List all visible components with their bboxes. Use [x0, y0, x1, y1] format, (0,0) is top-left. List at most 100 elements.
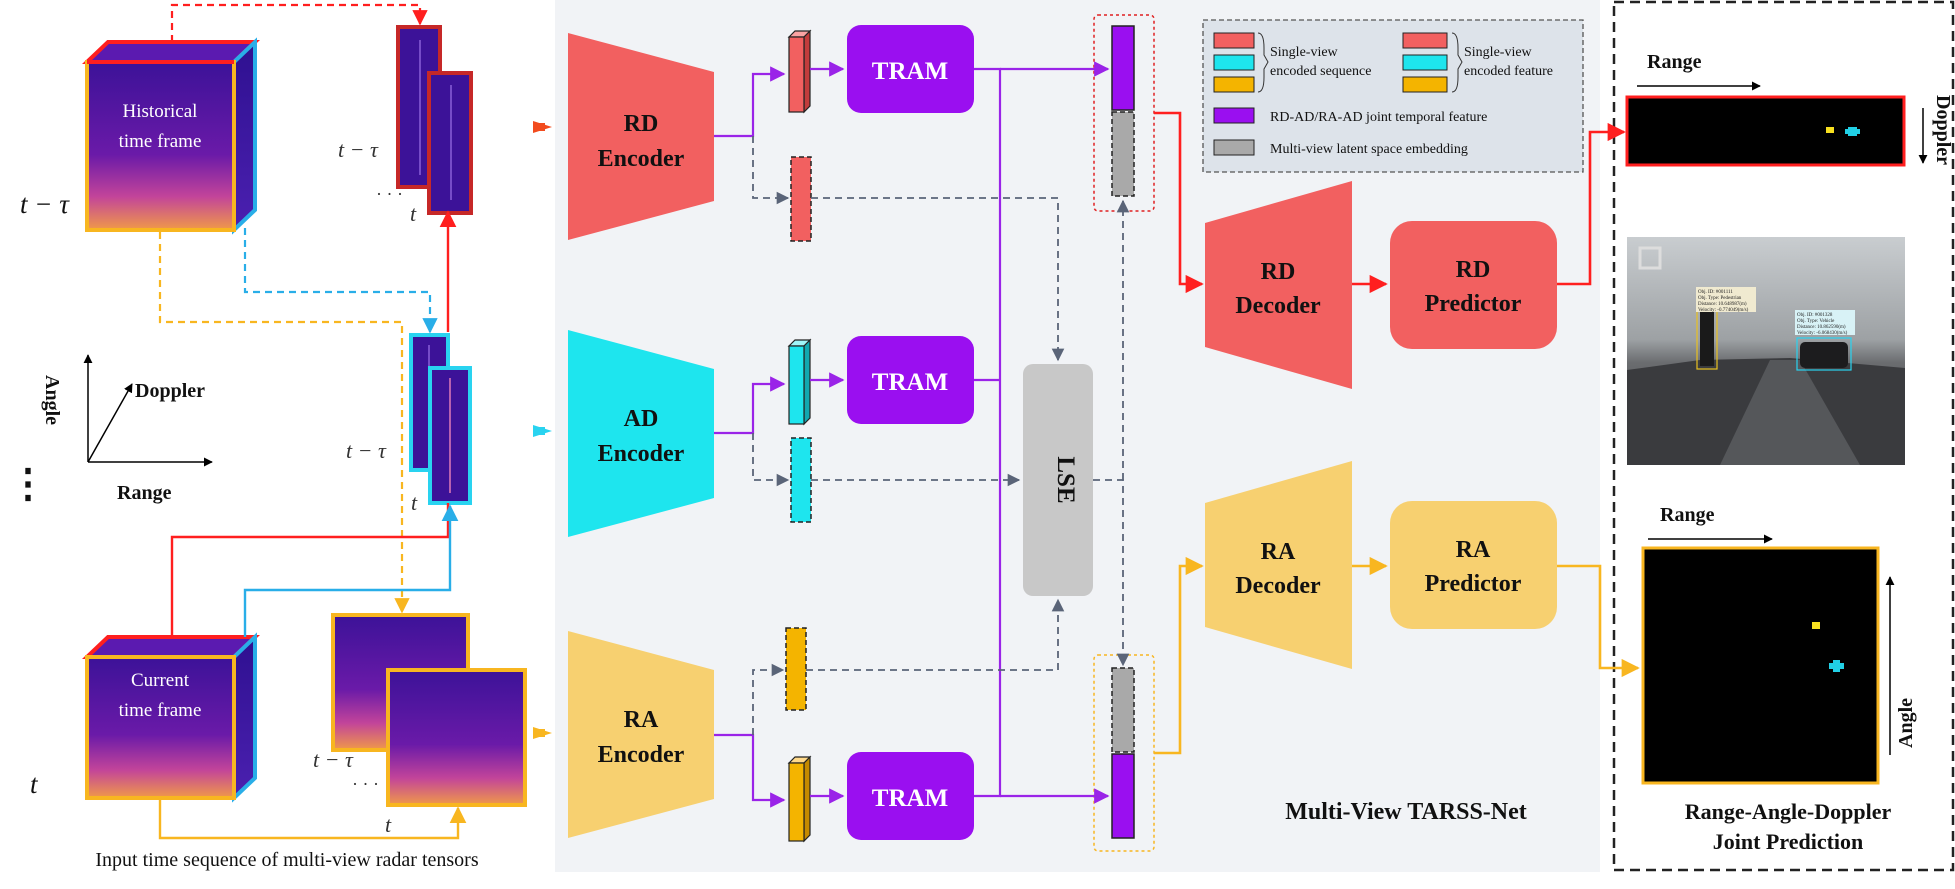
ra-output-yellow-blob	[1812, 622, 1820, 629]
legend-seq-line1: Single-view	[1270, 45, 1339, 60]
svg-text:Obj. ID: #001111: Obj. ID: #001111	[1698, 290, 1733, 295]
svg-text:Obj. Type: Vehicle: Obj. Type: Vehicle	[1797, 319, 1835, 324]
svg-text:Distance: 10.648987(m): Distance: 10.648987(m)	[1698, 302, 1747, 307]
rd-slice-dots: · · ·	[376, 184, 403, 204]
rd-encoded-sequence	[787, 29, 812, 114]
svg-text:RD: RD	[1261, 259, 1296, 285]
legend-swatch-ra-seq	[1213, 76, 1255, 93]
output-title-line1: Range-Angle-Doppler	[1685, 799, 1892, 824]
legend-swatch-rd-seq	[1213, 32, 1255, 49]
dashed-gray-connectors	[752, 136, 1130, 735]
rd-slice-t-minus-tau: t − τ	[338, 137, 379, 162]
rd-latent-embedding	[1111, 111, 1135, 197]
historical-frame-cube: Historical time frame	[82, 37, 260, 235]
current-frame-cube: Current time frame	[82, 632, 260, 803]
legend-feat-line2: encoded feature	[1464, 64, 1553, 79]
rd-decoder: RD Decoder	[1205, 181, 1352, 389]
dashed-cyan-arrow	[243, 228, 438, 334]
historical-time-label: t − τ	[20, 189, 70, 219]
camera-image: Obj. ID: #001111 Obj. Type: Pedestrian D…	[1627, 237, 1905, 465]
svg-text:Predictor: Predictor	[1425, 571, 1522, 597]
axis-label-doppler: Doppler	[135, 380, 205, 402]
svg-text:TRAM: TRAM	[872, 58, 948, 85]
ra-latent-embedding	[1111, 667, 1135, 753]
camera-annotation-vehicle	[1795, 310, 1855, 335]
axes-icon: Doppler Range Angle	[41, 354, 213, 504]
legend-seq-line2: encoded sequence	[1270, 64, 1371, 79]
svg-text:TRAM: TRAM	[872, 369, 948, 396]
ad-slice-t-minus-tau: t − τ	[346, 438, 387, 463]
ra-slice-t: t	[385, 812, 392, 837]
ra-encoded-feature	[785, 627, 807, 711]
ra-joint-temporal-feature	[1111, 753, 1135, 839]
svg-text:LSE: LSE	[1052, 456, 1079, 503]
legend-swatch-joint	[1213, 107, 1255, 124]
legend-joint-label: RD-AD/RA-AD joint temporal feature	[1270, 110, 1487, 125]
legend-swatch-latent	[1213, 139, 1255, 156]
legend-swatch-rd-feat	[1402, 32, 1448, 49]
ad-tram-module: TRAM	[847, 336, 974, 424]
rd-predictor: RD Predictor	[1390, 221, 1557, 349]
ra-predictor: RA Predictor	[1390, 501, 1557, 629]
rd-output-yellow-blob	[1826, 127, 1834, 133]
red-arrow-current	[170, 212, 448, 637]
ad-encoder: AD Encoder	[568, 330, 714, 537]
legend-feat-line1: Single-view	[1464, 45, 1533, 60]
svg-text:Decoder: Decoder	[1235, 573, 1321, 599]
current-frame-label-line1: Current	[131, 670, 190, 691]
rd-encoder: RD Encoder	[568, 33, 714, 240]
ra-decoder: RA Decoder	[1205, 461, 1352, 669]
output-rd-range-label: Range	[1647, 51, 1702, 73]
output-doppler-label: Doppler	[1932, 95, 1954, 165]
ra-predictor-to-output-arrow	[1557, 564, 1640, 678]
ra-encoder: RA Encoder	[568, 631, 714, 838]
ad-slices	[409, 333, 472, 505]
dashed-red-arrow	[170, 3, 428, 42]
historical-frame-label-line1: Historical	[123, 101, 198, 122]
ra-to-decoder-arrow	[1154, 556, 1204, 755]
current-time-label: t	[30, 769, 39, 799]
legend-latent-label: Multi-view latent space embedding	[1270, 142, 1468, 157]
ra-tram-module: TRAM	[847, 752, 974, 840]
svg-text:RA: RA	[1261, 539, 1296, 565]
svg-text:Distance: 10.862590(m): Distance: 10.862590(m)	[1797, 325, 1846, 330]
cyan-arrow-current	[243, 504, 459, 637]
svg-text:AD: AD	[624, 406, 659, 432]
ra-slices	[331, 613, 527, 807]
svg-text:RA: RA	[624, 707, 659, 733]
rd-slice-t: t	[410, 201, 417, 226]
ra-slice-dots: · · ·	[352, 774, 379, 794]
ra-slice-t-minus-tau: t − τ	[313, 747, 354, 772]
svg-text:RD: RD	[624, 111, 659, 137]
rd-tram-module: TRAM	[847, 25, 974, 113]
camera-annotation-pedestrian	[1696, 287, 1756, 312]
svg-text:Obj. ID: #001328: Obj. ID: #001328	[1797, 313, 1833, 318]
axis-label-angle: Angle	[41, 375, 63, 425]
purple-connectors	[714, 61, 1110, 808]
lse-module: LSE	[1023, 364, 1093, 596]
svg-text:RD: RD	[1456, 257, 1491, 283]
yellow-arrow-current	[158, 798, 467, 840]
legend-swatch-ad-feat	[1402, 54, 1448, 71]
output-angle-label: Angle	[1895, 698, 1917, 748]
svg-text:Encoder: Encoder	[598, 441, 685, 467]
rd-output-map	[1625, 95, 1906, 167]
rd-joint-temporal-feature	[1111, 25, 1135, 111]
rd-encoded-feature	[790, 156, 812, 242]
dashed-yellow-arrow	[158, 232, 410, 614]
svg-text:Velocity: -6.068430(m/s): Velocity: -6.068430(m/s)	[1797, 331, 1848, 336]
rd-to-decoder-arrow	[1154, 111, 1204, 294]
output-panel-border	[1612, 0, 1955, 872]
legend-swatch-ad-seq	[1213, 54, 1255, 71]
output-title-line2: Joint Prediction	[1713, 829, 1864, 854]
rd-slices	[396, 25, 473, 215]
ad-slice-t: t	[411, 490, 418, 515]
svg-text:Velocity: -0.774049(m/s): Velocity: -0.774049(m/s)	[1698, 308, 1749, 313]
input-caption: Input time sequence of multi-view radar …	[95, 849, 478, 871]
ad-encoded-sequence	[787, 338, 812, 426]
output-ra-range-label: Range	[1660, 504, 1715, 526]
svg-text:Encoder: Encoder	[598, 146, 685, 172]
legend-swatch-ra-feat	[1402, 76, 1448, 93]
current-frame-label-line2: time frame	[119, 700, 202, 721]
